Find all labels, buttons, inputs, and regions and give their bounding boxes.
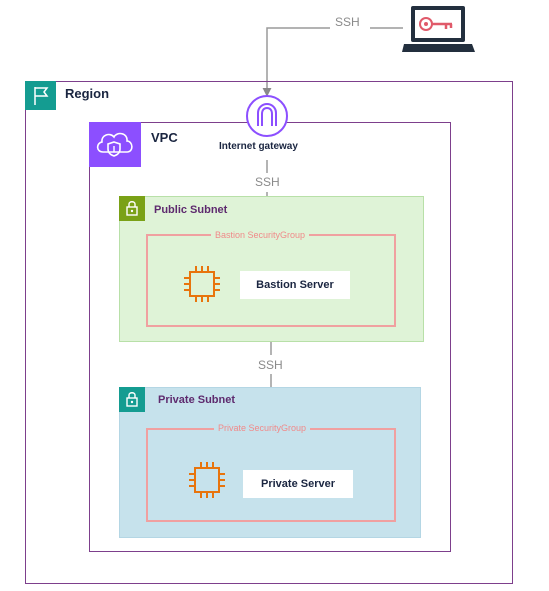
private-server-label: Private Server: [261, 478, 335, 490]
laptop-key-icon: [402, 6, 475, 52]
private-subnet-boundary: [119, 387, 421, 538]
private-security-group-label: Private SecurityGroup: [214, 423, 311, 433]
public-subnet-label: Public Subnet: [154, 204, 228, 216]
private-server-box: Private Server: [243, 470, 353, 498]
region-boundary: [25, 81, 513, 584]
private-subnet-label: Private Subnet: [158, 394, 236, 406]
ssh-label-top: SSH: [335, 15, 360, 29]
region-flag-icon: [25, 81, 56, 110]
bastion-security-group-label: Bastion SecurityGroup: [211, 230, 310, 240]
vpc-cloud-shield-icon: [89, 122, 141, 167]
ssh-label-public-private: SSH: [258, 358, 283, 372]
private-ec2-chip-icon: [189, 462, 225, 498]
ssh-label-gateway-public: SSH: [255, 175, 280, 189]
ssh-line-laptop-gateway-2: [262, 27, 330, 97]
internet-gateway-label: Internet gateway: [219, 141, 298, 152]
public-subnet-boundary: [119, 196, 424, 342]
private-subnet-lock-icon: [119, 387, 145, 412]
bastion-server-box: Bastion Server: [240, 271, 350, 299]
region-label: Region: [65, 86, 110, 101]
vpc-label: VPC: [151, 130, 178, 145]
bastion-ec2-chip-icon: [184, 266, 220, 302]
bastion-server-label: Bastion Server: [256, 279, 334, 291]
public-subnet-lock-icon: [119, 196, 145, 221]
internet-gateway-icon: [246, 95, 288, 137]
